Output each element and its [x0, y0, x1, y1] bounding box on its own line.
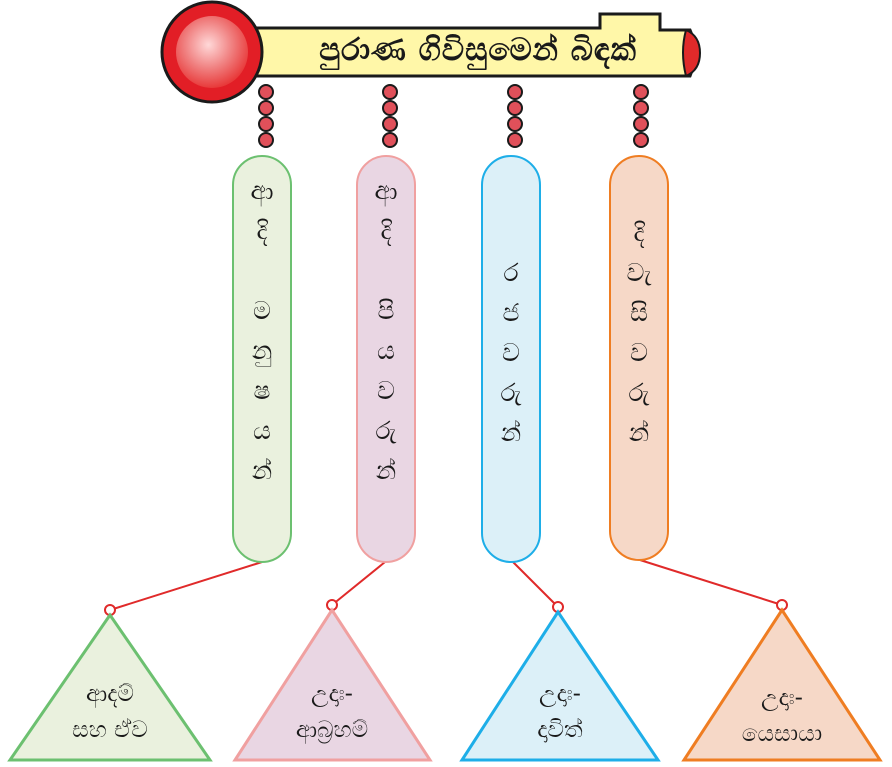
example-line: උදාඃ- — [761, 685, 803, 711]
chains — [258, 84, 649, 148]
example-text-patriarchs: උදාඃ- ආබ්‍රහම් — [262, 676, 402, 748]
chain-2 — [382, 84, 398, 148]
pill-letter: ආ — [374, 176, 398, 205]
example-line: සහ ඒව — [72, 717, 148, 743]
pill-letter: ය — [377, 336, 395, 365]
pill-letter: ව — [502, 338, 520, 367]
pill-letter: දි — [633, 218, 645, 247]
example-line: ආබ්‍රහම් — [295, 717, 369, 743]
example-line: යෙසායා — [741, 721, 823, 747]
pill-letter: ව — [630, 338, 648, 367]
example-text-prophets: උදාඃ- යෙසායා — [712, 680, 852, 752]
pill-letter: ජ — [502, 298, 520, 327]
example-line: උදාඃ- — [311, 681, 353, 707]
pill-letter: ෂ — [253, 376, 271, 405]
pill-letter: ම — [253, 296, 271, 325]
example-triangle-4 — [681, 607, 883, 762]
pill-letter: පි — [377, 296, 395, 325]
pill-letter: නු — [251, 336, 273, 365]
pill-letter: න් — [500, 418, 522, 447]
chain-1 — [258, 84, 274, 148]
diagram-title: පුරාණ ගිවිසුමෙන් බිඳක් — [319, 31, 637, 68]
example-triangle-1 — [7, 612, 213, 762]
pill-letter: ය — [253, 416, 271, 445]
category-pill-kings: ර ජ ව රු න් — [481, 155, 541, 563]
scroll-knob-inner — [176, 16, 248, 88]
pill-letter: න් — [375, 456, 397, 485]
category-pill-first-humans: ආ දි ම නු ෂ ය න් — [232, 155, 292, 563]
pill-letter: ර — [503, 258, 519, 287]
pill-letter: න් — [251, 456, 273, 485]
example-line: දාවිත් — [537, 717, 583, 743]
chain-3 — [507, 84, 523, 148]
category-pill-prophets: දි වැ සි ව රු න් — [609, 155, 669, 561]
category-pill-patriarchs: ආ දි පි ය ව රු න් — [356, 155, 416, 563]
example-text-kings: උදාඃ- දාවිත් — [490, 676, 630, 748]
example-triangle-3 — [459, 609, 661, 762]
pill-letter: න් — [628, 418, 650, 447]
pill-letter: රු — [628, 378, 650, 407]
pill-letter: රු — [375, 416, 397, 445]
example-text-first-humans: ආදම් සහ ඒව — [40, 676, 180, 748]
title-scroll — [160, 0, 702, 104]
pill-letter: දි — [380, 216, 392, 245]
pill-letter: ආ — [250, 176, 274, 205]
example-triangle-2 — [232, 607, 433, 762]
example-line: ආදම් — [86, 681, 134, 707]
connectors — [104, 559, 788, 616]
pill-letter: රු — [500, 378, 522, 407]
chain-4 — [633, 84, 649, 148]
pill-letter: ව — [377, 376, 395, 405]
pill-letter: වැ — [626, 258, 652, 287]
pill-letter: සි — [630, 298, 648, 327]
pill-letter: දි — [256, 216, 268, 245]
scroll-end — [682, 28, 702, 78]
example-line: උදාඃ- — [539, 681, 581, 707]
